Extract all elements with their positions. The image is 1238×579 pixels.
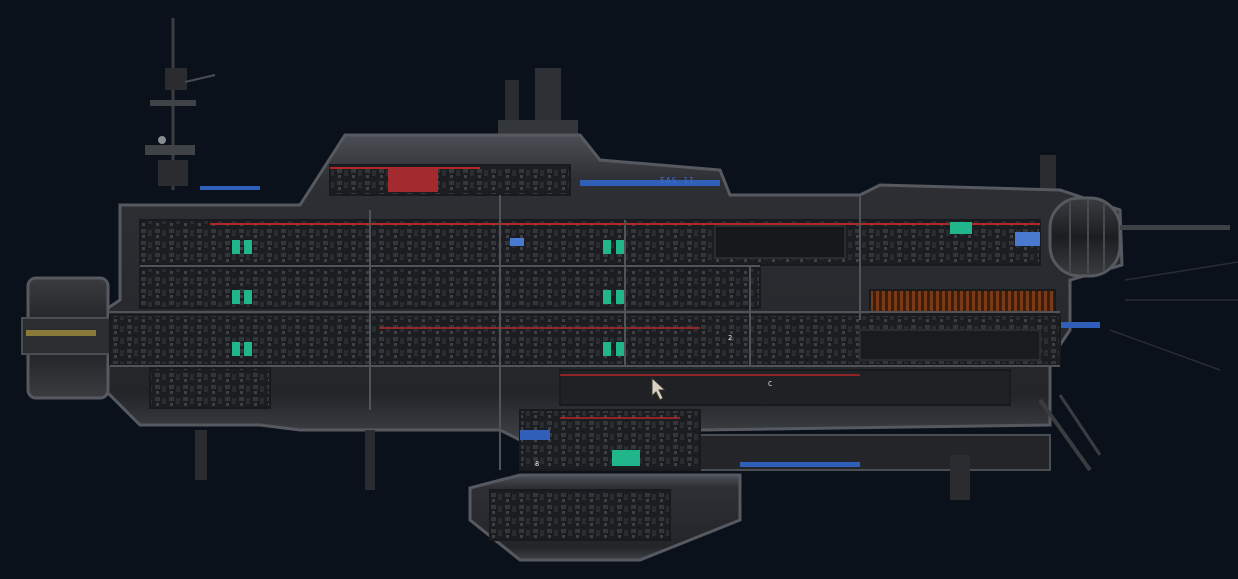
engine-left xyxy=(21,276,113,400)
blue-panels xyxy=(510,232,1040,440)
arrow-cursor-icon xyxy=(651,376,667,401)
interior-decks xyxy=(109,164,1061,541)
hull-marking: EAS 11 xyxy=(660,176,695,185)
oxygen-lockers xyxy=(232,222,972,466)
deck-mark-3: C xyxy=(768,380,772,388)
top-turret xyxy=(498,68,1056,190)
bulkheads xyxy=(110,195,1060,470)
engine-right xyxy=(1048,196,1238,371)
radar-mast xyxy=(145,18,216,190)
landing-legs xyxy=(195,394,1102,500)
deck-mark-2: 8 xyxy=(535,460,539,468)
deck-mark-1: 2 xyxy=(728,334,732,342)
